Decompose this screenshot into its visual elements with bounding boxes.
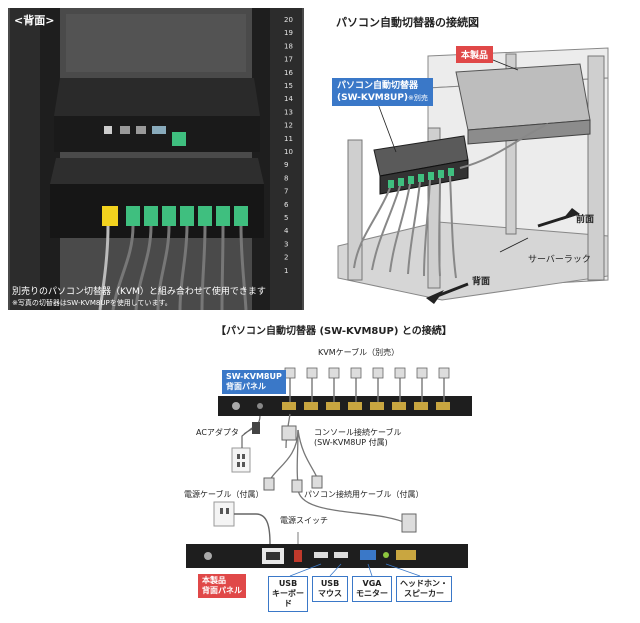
rack-unit-number: 18 bbox=[284, 42, 293, 50]
rack-unit-number: 19 bbox=[284, 29, 293, 37]
console-cable-line1: コンソール接続ケーブル bbox=[314, 428, 402, 437]
rack-unit-number: 9 bbox=[284, 161, 288, 169]
rack-unit-number: 5 bbox=[284, 214, 288, 222]
rack-figure-title: パソコン自動切替器の接続図 bbox=[336, 16, 479, 29]
port-usb-keyboard: USB キーボード bbox=[268, 576, 308, 612]
rack-rear-photo: 20 19 18 17 16 15 14 13 12 11 10 9 8 7 6 5 4 3 2 1 <背面> 別売り… bbox=[8, 8, 304, 310]
port-usb-mouse: USB マウス bbox=[312, 576, 348, 602]
product-panel-line2: 背面パネル bbox=[202, 586, 242, 595]
ac-adapter-label: ACアダプタ bbox=[196, 428, 239, 437]
rack-unit-number: 15 bbox=[284, 82, 293, 90]
rack-unit-number: 17 bbox=[284, 56, 293, 64]
rack-connection-figure: パソコン自動切替器の接続図 bbox=[318, 8, 632, 310]
rack-unit-number: 3 bbox=[284, 240, 288, 248]
port-usb-keyboard-line2: キーボード bbox=[272, 589, 304, 608]
kvm-tag-note: ※別売 bbox=[408, 94, 428, 102]
rack-unit-number: 14 bbox=[284, 95, 293, 103]
port-usb-keyboard-line1: USB bbox=[278, 579, 298, 588]
console-cable-line2: (SW-KVM8UP 付属) bbox=[314, 438, 388, 447]
kvm-switch-tag: パソコン自動切替器 (SW-KVM8UP)※別売 bbox=[332, 78, 433, 106]
port-vga-monitor-line2: モニター bbox=[356, 589, 388, 598]
kvm-panel-line1: SW-KVM8UP bbox=[226, 372, 282, 381]
rack-unit-number: 11 bbox=[284, 135, 293, 143]
rack-unit-number: 20 bbox=[284, 16, 293, 24]
port-headphone-speaker-line2: スピーカー bbox=[404, 589, 444, 598]
kvm-tag-line2: (SW-KVM8UP) bbox=[337, 93, 409, 103]
front-label: 前面 bbox=[576, 215, 595, 225]
back-label: 背面 bbox=[472, 277, 491, 287]
rack-unit-number: 8 bbox=[284, 174, 288, 182]
rack-photo-drawing: 20 19 18 17 16 15 14 13 12 11 10 9 8 7 6 5 4 3 2 1 bbox=[8, 8, 304, 310]
product-panel-tag: 本製品 背面パネル bbox=[198, 574, 246, 598]
rack-unit-number: 16 bbox=[284, 69, 293, 77]
port-headphone-speaker-line1: ヘッドホン・ bbox=[400, 579, 448, 588]
rack-unit-number: 12 bbox=[284, 122, 293, 130]
power-switch-label: 電源スイッチ bbox=[280, 516, 328, 525]
rack-unit-number: 10 bbox=[284, 148, 293, 156]
kvm-tag-line2-row: (SW-KVM8UP)※別売 bbox=[337, 92, 428, 104]
rear-corner-label: <背面> bbox=[14, 14, 55, 27]
rack-unit-number: 4 bbox=[284, 227, 289, 235]
port-vga-monitor: VGA モニター bbox=[352, 576, 392, 602]
kvm-cable-label: KVMケーブル（別売） bbox=[318, 348, 400, 357]
rack-unit-number: 1 bbox=[284, 267, 288, 275]
rack-unit-number: 13 bbox=[284, 108, 293, 116]
console-cable-label: コンソール接続ケーブル (SW-KVM8UP 付属) bbox=[314, 428, 402, 448]
photo-caption: 別売りのパソコン切替器（KVM）と組み合わせて使用できます bbox=[12, 287, 266, 297]
power-cable-label: 電源ケーブル（付属） bbox=[184, 490, 264, 499]
port-headphone-speaker: ヘッドホン・ スピーカー bbox=[396, 576, 452, 602]
port-usb-mouse-line1: USB bbox=[320, 579, 340, 588]
pc-cable-label: パソコン接続用ケーブル（付属） bbox=[304, 490, 424, 499]
kvm-tag-line1: パソコン自動切替器 bbox=[337, 81, 419, 91]
rack-unit-number: 6 bbox=[284, 201, 289, 209]
product-tag: 本製品 bbox=[456, 46, 494, 63]
photo-caption-note: ※写真の切替器はSW-KVM8UPを使用しています。 bbox=[12, 299, 172, 307]
product-panel-line1: 本製品 bbox=[202, 576, 226, 585]
rack-unit-number: 7 bbox=[284, 188, 288, 196]
port-vga-monitor-line1: VGA bbox=[362, 579, 382, 588]
port-usb-mouse-line2: マウス bbox=[318, 589, 342, 598]
connection-diagram: 【パソコン自動切替器 (SW-KVM8UP) との接続】 bbox=[178, 318, 476, 618]
connection-drawing bbox=[186, 367, 472, 577]
kvm-panel-tag: SW-KVM8UP 背面パネル bbox=[222, 370, 286, 394]
rack-unit-number: 2 bbox=[284, 254, 288, 262]
kvm-panel-line2: 背面パネル bbox=[226, 382, 266, 391]
server-rack-label: サーバーラック bbox=[528, 255, 591, 265]
rack-3d-drawing bbox=[337, 47, 609, 304]
connection-title: 【パソコン自動切替器 (SW-KVM8UP) との接続】 bbox=[216, 326, 452, 337]
